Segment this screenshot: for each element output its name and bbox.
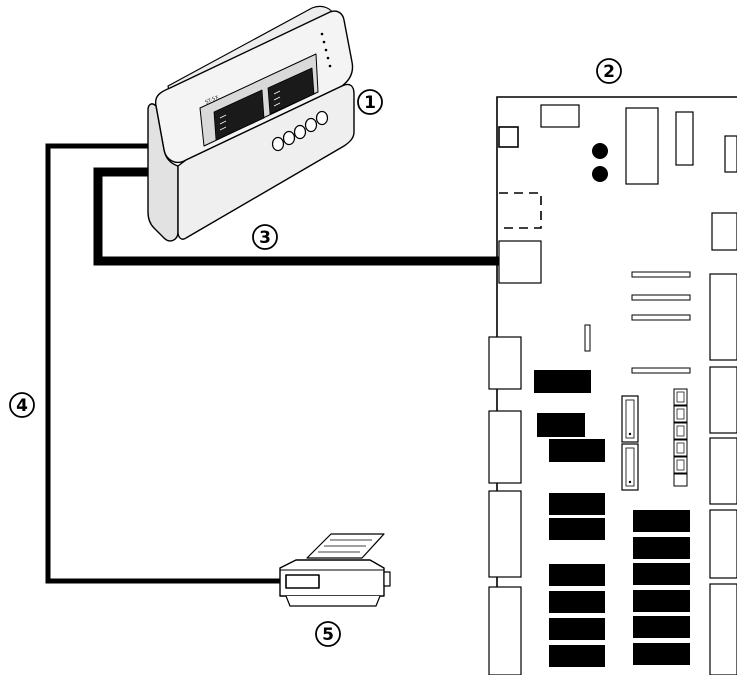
callout-5: 5 [315, 621, 341, 647]
callout-1: 1 [357, 89, 383, 115]
callout-4-label: 4 [16, 396, 28, 416]
callout-4: 4 [9, 392, 35, 418]
control-board [488, 96, 737, 675]
callout-2-label: 2 [603, 62, 615, 82]
printer [279, 533, 391, 607]
callout-5-label: 5 [322, 625, 334, 645]
printer-cable [45, 143, 282, 584]
callout-3-label: 3 [259, 228, 271, 248]
callout-1-label: 1 [364, 93, 376, 113]
callout-2: 2 [596, 58, 622, 84]
board-cable [93, 167, 500, 266]
controller-display-label: ST-5X [204, 94, 220, 105]
callout-3: 3 [252, 224, 278, 250]
controller-unit [147, 5, 355, 242]
